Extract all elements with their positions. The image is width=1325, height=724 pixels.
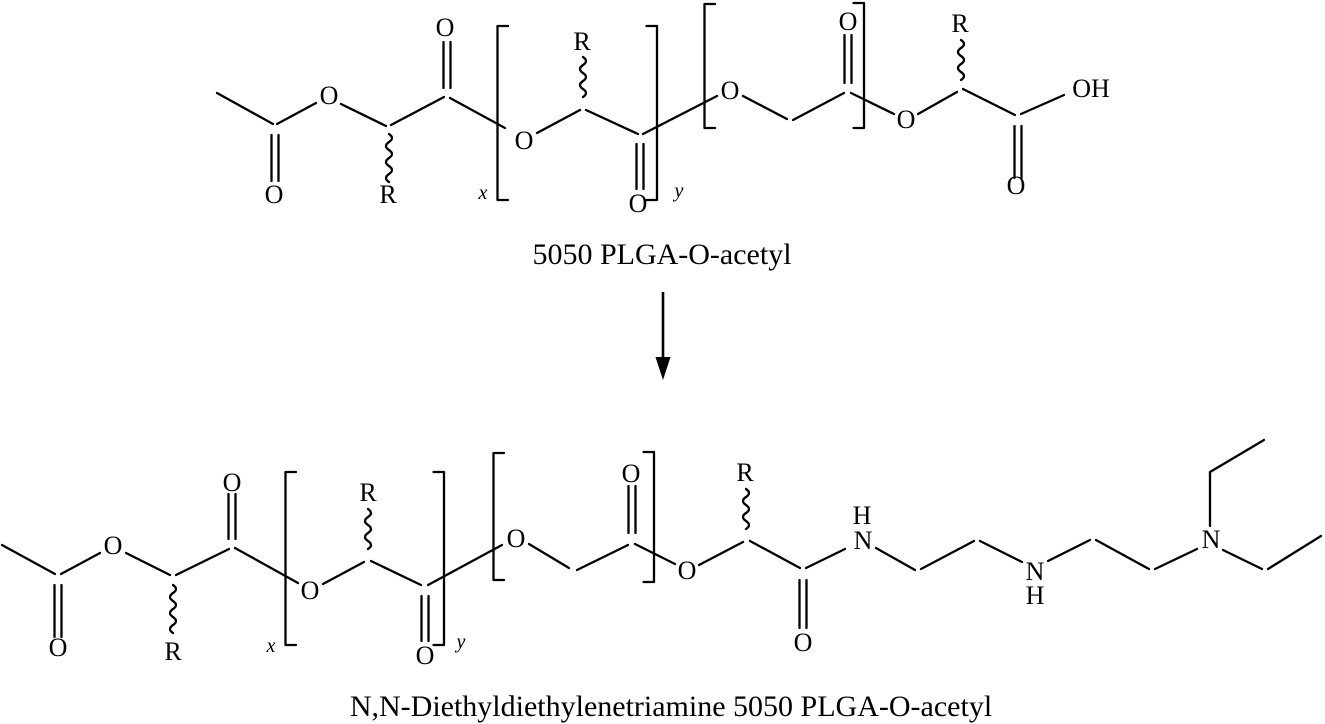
atom-label-N: N: [1202, 525, 1221, 554]
stereo-squiggle-bond: [956, 38, 966, 82]
atom-label-O: O: [678, 556, 697, 585]
atom-label-O: O: [49, 633, 68, 662]
bond: [1221, 548, 1264, 571]
atom-label-R: R: [359, 478, 377, 507]
bond: [1266, 534, 1323, 571]
bond: [791, 91, 846, 122]
bond: [0, 543, 57, 576]
product-atom-labels: O O R O x O R O y O O O R O H N N H N: [49, 458, 1221, 670]
atom-label-O: O: [897, 105, 916, 134]
bond: [1019, 93, 1066, 116]
atom-label-O: O: [1007, 171, 1026, 200]
bond: [321, 560, 366, 586]
bond: [233, 546, 300, 585]
bond: [978, 539, 1024, 564]
bond: [535, 108, 582, 135]
bond: [961, 87, 1017, 117]
atom-label-N: N: [854, 526, 873, 555]
bond: [575, 543, 630, 572]
atom-label-O: O: [223, 468, 242, 497]
bond: [174, 547, 231, 577]
bracket-close: [645, 24, 659, 202]
atom-label-O: O: [104, 531, 123, 560]
stereo-squiggle-bond: [578, 55, 588, 99]
bond: [527, 542, 571, 570]
bond: [1094, 538, 1151, 571]
bond: [275, 101, 318, 126]
atom-label-R: R: [164, 637, 182, 666]
reactant-caption: 5050 PLGA-O-acetyl: [532, 238, 791, 271]
bond: [426, 543, 504, 587]
bond: [59, 551, 102, 576]
bracket-open: [703, 2, 717, 130]
reactant-atom-labels: O O R O x O R O y O O O R O OH: [265, 7, 1110, 218]
bond: [448, 96, 507, 130]
atom-label-N: N: [1026, 557, 1045, 586]
bond: [919, 539, 976, 571]
bond: [1208, 438, 1266, 474]
bracket-close: [642, 450, 656, 584]
bracket-open: [284, 470, 298, 647]
atom-label-O: O: [794, 628, 813, 657]
atom-label-R: R: [573, 27, 591, 56]
bond: [748, 539, 802, 570]
atom-label-O: O: [436, 13, 455, 42]
stereo-squiggle-bond: [741, 487, 751, 531]
bond: [215, 91, 275, 126]
atom-label-O: O: [416, 641, 435, 670]
atom-label-O: O: [622, 459, 641, 488]
atom-label-H: H: [1026, 581, 1045, 610]
bond: [369, 559, 423, 587]
bond: [804, 547, 847, 570]
bond: [916, 90, 959, 116]
bond: [584, 108, 640, 136]
bracket-open: [496, 24, 510, 202]
bond: [849, 91, 896, 116]
bond: [389, 95, 446, 127]
atom-label-O: O: [301, 576, 320, 605]
subscript-y: y: [455, 631, 466, 653]
bracket-close: [852, 1, 866, 130]
product-bond-skeleton: [0, 438, 1323, 647]
subscript-x: x: [478, 182, 488, 204]
atom-label-O: O: [629, 189, 648, 218]
atom-label-R: R: [736, 458, 754, 487]
stereo-squiggle-bond: [384, 132, 394, 184]
bond: [1046, 538, 1092, 563]
reactant-bond-skeleton: [215, 1, 1066, 202]
atom-label-O: O: [507, 524, 526, 553]
atom-label-R: R: [951, 9, 969, 38]
stereo-squiggle-bond: [363, 507, 373, 551]
atom-label-OH: OH: [1072, 74, 1110, 103]
atom-label-O: O: [839, 7, 858, 36]
product-caption: N,N-Diethyldiethylenetriamine 5050 PLGA-…: [350, 690, 992, 723]
atom-label-O: O: [265, 180, 284, 209]
arrow-head: [655, 357, 671, 380]
bracket-close: [432, 470, 446, 647]
subscript-y: y: [673, 180, 684, 202]
reaction-arrow: [655, 292, 671, 380]
atom-label-R: R: [379, 180, 397, 209]
bond: [874, 546, 917, 572]
atom-label-O: O: [320, 81, 339, 110]
bracket-open: [492, 451, 506, 582]
atom-label-O: O: [721, 76, 740, 105]
bond: [741, 94, 789, 121]
stereo-squiggle-bond: [168, 583, 178, 635]
atom-label-O: O: [515, 126, 534, 155]
bond: [339, 102, 388, 128]
atom-label-H: H: [853, 501, 872, 530]
bond: [124, 551, 172, 577]
bond: [697, 540, 745, 567]
subscript-x: x: [266, 635, 276, 657]
bond: [1153, 547, 1199, 571]
